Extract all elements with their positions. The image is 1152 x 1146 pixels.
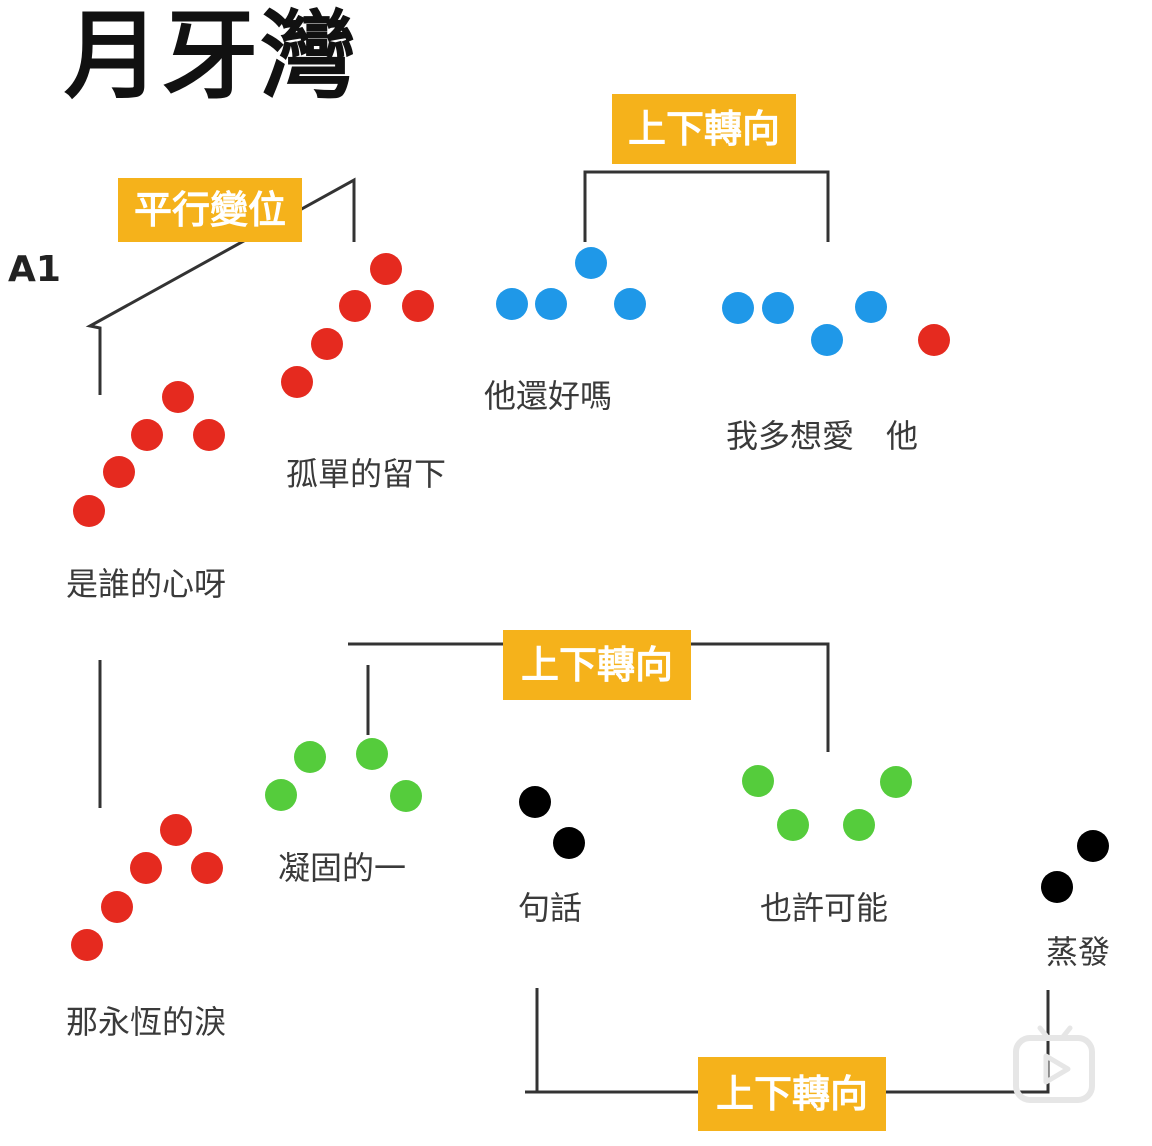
lyric-ta-hai-hao: 他還好嗎: [484, 377, 613, 415]
note-dot: [130, 852, 162, 884]
note-dot: [131, 419, 163, 451]
note-dot: [103, 456, 135, 488]
lyric-wo-duo-xiang: 我多想愛 他: [726, 417, 919, 455]
note-dot: [294, 741, 326, 773]
note-dot: [191, 852, 223, 884]
note-dot: [193, 419, 225, 451]
lyric-ju-hua: 句話: [518, 889, 583, 927]
note-dot: [535, 288, 567, 320]
note-dot: [762, 292, 794, 324]
note-dot: [356, 738, 388, 770]
note-dot: [496, 288, 528, 320]
tag-updown-middle: 上下轉向: [503, 630, 691, 700]
dot-group-ye-xu: [742, 765, 912, 841]
note-dot: [73, 495, 105, 527]
note-dot: [339, 290, 371, 322]
tag-updown-top: 上下轉向: [612, 94, 796, 164]
video-play-icon: [1013, 1025, 1095, 1103]
tag-updown-bottom: 上下轉向: [698, 1057, 886, 1131]
note-dot: [160, 814, 192, 846]
lyric-ning-gu: 凝固的一: [278, 849, 407, 887]
note-dot: [265, 779, 297, 811]
dot-group-shi-shui: [73, 381, 225, 527]
note-dot: [855, 291, 887, 323]
section-label-a1: A1: [8, 249, 61, 290]
note-dot: [811, 324, 843, 356]
note-dot: [880, 766, 912, 798]
note-dot: [71, 929, 103, 961]
parallel-shift-bracket: [85, 177, 356, 395]
note-dots: [71, 247, 1109, 961]
note-dot: [162, 381, 194, 413]
dot-group-ju-hua: [519, 786, 585, 859]
note-dot: [575, 247, 607, 279]
page-title: 月牙灣: [64, 0, 358, 112]
note-dot: [1077, 830, 1109, 862]
note-dot: [777, 809, 809, 841]
note-dot: [281, 366, 313, 398]
lyric-gu-dan: 孤單的留下: [286, 455, 447, 493]
note-dot: [390, 780, 422, 812]
note-dot: [742, 765, 774, 797]
note-dot: [519, 786, 551, 818]
lyric-ye-xu: 也許可能: [760, 889, 889, 927]
updown-bracket-top: [583, 170, 830, 242]
note-dot: [370, 253, 402, 285]
lyric-zheng-fa: 蒸發: [1046, 933, 1111, 971]
note-dot: [101, 891, 133, 923]
note-dot: [311, 328, 343, 360]
dot-group-ning-gu: [265, 738, 422, 812]
dot-group-zheng-fa: [1041, 830, 1109, 903]
note-dot: [553, 827, 585, 859]
dot-group-wo-duo-xiang-end: [918, 324, 950, 356]
note-dot: [614, 288, 646, 320]
tag-parallel-shift: 平行變位: [118, 178, 302, 242]
dot-group-ta-hai-hao: [496, 247, 646, 320]
note-dot: [918, 324, 950, 356]
note-dot: [843, 809, 875, 841]
dot-group-wo-duo-xiang: [722, 291, 887, 356]
dot-group-gu-dan: [281, 253, 434, 398]
dot-group-na-yong-heng: [71, 814, 223, 961]
note-dot: [1041, 871, 1073, 903]
note-dot: [722, 292, 754, 324]
lyric-na-yong-heng: 那永恆的淚: [66, 1003, 227, 1041]
note-dot: [402, 290, 434, 322]
lyric-shi-shui: 是誰的心呀: [66, 565, 227, 603]
